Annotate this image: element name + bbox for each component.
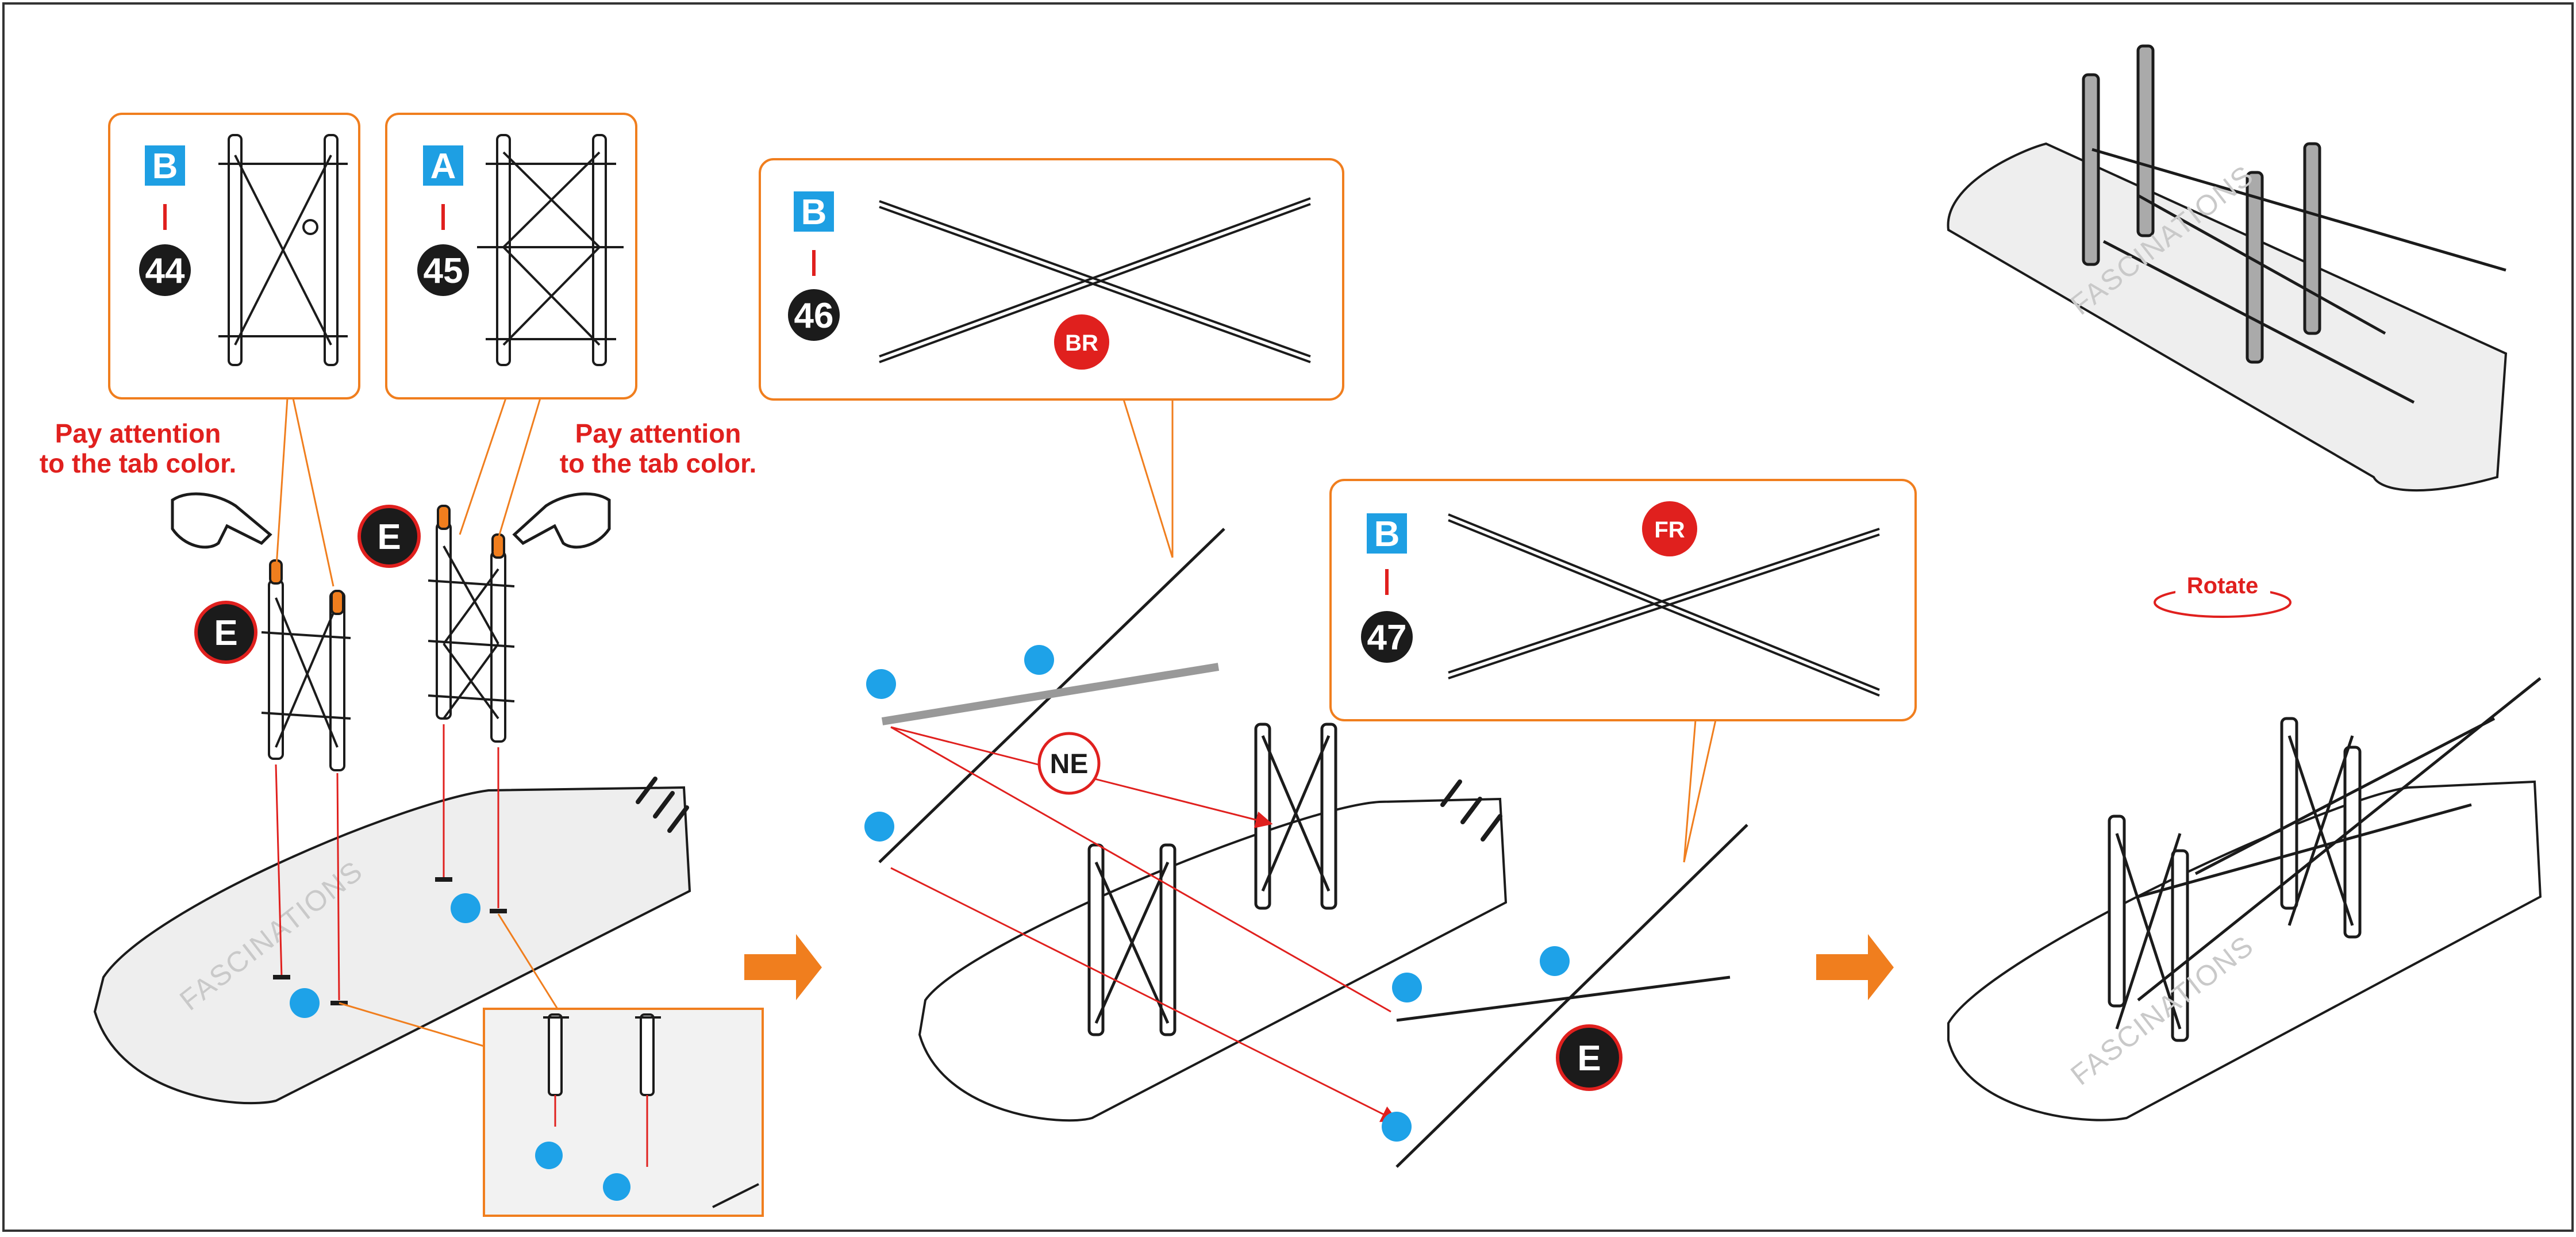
blue-dot xyxy=(603,1173,630,1201)
strut-45-assembled xyxy=(428,505,515,743)
part-number: 47 xyxy=(1367,618,1407,658)
part-45-drawing xyxy=(477,134,624,366)
sheet-badge xyxy=(423,145,463,186)
blue-dot xyxy=(290,988,320,1018)
pointing-hand-icon xyxy=(512,492,611,549)
note-right-line2: to the tab color. xyxy=(560,448,756,478)
struts-installed xyxy=(1087,723,1337,1036)
svg-text:FR: FR xyxy=(1654,517,1685,543)
sheet-letter: A xyxy=(430,147,456,186)
glue-marker-e xyxy=(1556,1024,1623,1091)
note-left-line2: to the tab color. xyxy=(40,448,236,478)
brace-47-installed xyxy=(1395,824,1748,1168)
note-right-line1: Pay attention xyxy=(575,418,741,448)
svg-text:E: E xyxy=(214,613,237,653)
glue-marker-e xyxy=(357,505,421,568)
sheet-badge xyxy=(145,145,185,186)
pointing-hand-icon xyxy=(171,492,272,549)
svg-text:BR: BR xyxy=(1065,331,1098,356)
step-3: FASCINATIONS Rotate FASCINATIONS xyxy=(1947,44,2542,1121)
glue-marker-e xyxy=(194,601,257,664)
blue-dot xyxy=(535,1142,563,1169)
wing-slots xyxy=(273,877,507,1005)
svg-text:NE: NE xyxy=(1050,749,1089,779)
rotate-label: Rotate xyxy=(2187,573,2258,598)
struts-final xyxy=(2108,677,2542,1042)
marker-ne xyxy=(1037,732,1101,795)
wing-left xyxy=(93,786,691,1105)
step-1: FASCINATIONS xyxy=(40,113,764,1217)
part-46-drawing xyxy=(879,197,1311,363)
strut-44-assembled xyxy=(261,559,351,771)
callout-box-47 xyxy=(1329,479,1917,721)
next-step-arrow xyxy=(1816,934,1894,1000)
part-number: 46 xyxy=(794,296,834,336)
part-44-drawing xyxy=(218,134,348,366)
marker-fr xyxy=(1642,501,1697,556)
part-number: 45 xyxy=(424,251,463,291)
svg-text:E: E xyxy=(377,517,401,557)
insertion-guides xyxy=(275,724,499,1001)
step-2: B 46 BR xyxy=(759,158,1917,1168)
part-number: 44 xyxy=(145,251,185,291)
wing-middle xyxy=(918,797,1508,1122)
marker-br xyxy=(1054,314,1109,370)
svg-text:E: E xyxy=(1577,1039,1601,1078)
sheet-letter: B xyxy=(152,147,178,186)
wing-final xyxy=(1947,780,2542,1121)
part-number-badge xyxy=(417,244,469,296)
part-47-drawing xyxy=(1448,513,1880,697)
callout-box-46 xyxy=(759,158,1344,401)
sheet-letter: B xyxy=(1374,514,1400,554)
sheet-letter: B xyxy=(801,193,827,232)
part-number-badge xyxy=(139,244,191,296)
note-left-line1: Pay attention xyxy=(55,418,221,448)
brace-46-installed xyxy=(878,528,1225,863)
blue-dot xyxy=(451,893,480,923)
next-step-arrow xyxy=(744,934,822,1000)
struts-rotated xyxy=(2082,44,2506,404)
